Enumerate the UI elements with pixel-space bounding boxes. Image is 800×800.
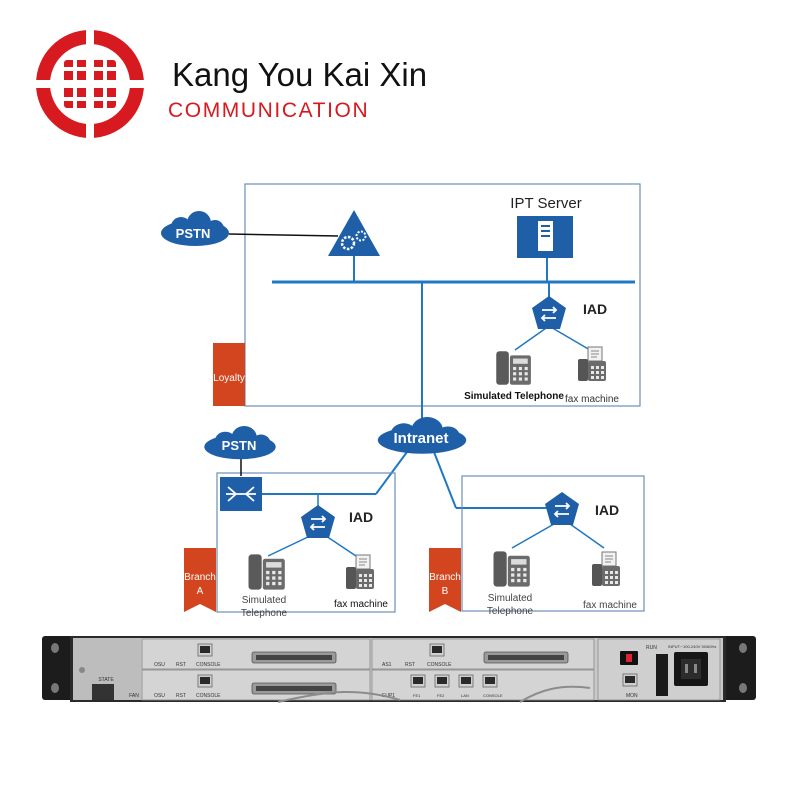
branch-b-fax-label: fax machine [583,600,637,611]
brand-subtitle: COMMUNICATION [168,99,370,122]
branch-a-box [216,472,396,613]
branch-a-fax-label: fax machine [334,599,388,610]
card-1-label-osu: OSU [154,662,165,668]
card-1-label-console: CONSOLE [196,662,221,668]
card-2-label-console: CONSOLE [427,662,452,668]
branch-a-telephone-label-1: Simulated [242,595,286,606]
branch-a-tag-label: Branch [184,572,216,583]
card-2-label-as1: AS1 [382,662,392,668]
card-3-label-rst: RST [176,693,186,699]
branch-b-box [461,475,645,612]
loyalty-tag [213,343,245,406]
brand-name: Kang You Kai Xin [172,56,428,93]
branch-b-tag-letter: B [442,586,449,597]
cable-1 [277,691,401,703]
card-4-label-lan: LAN [461,693,469,698]
branch-b-telephone-icon [493,551,530,587]
run-label: RUN [646,645,657,651]
mon-label: MON [626,693,638,699]
state-label: STATE [98,677,114,683]
branch-a-fax-link [325,535,357,557]
branch-a-telephone-icon [248,554,285,590]
hq-iad-phone-link [514,325,550,351]
branch-b-tag-label: Branch [429,572,461,583]
branch-b-fax-icon [591,551,621,587]
card-4-label-fe2: FE2 [437,693,445,698]
branch-b-fax-link [569,523,605,549]
branch-a-pstn-label: PSTN [222,438,257,453]
ipt-server-label: IPT Server [510,195,581,212]
card-2-label-rst: RST [405,662,415,668]
card-1-console-port[interactable] [197,643,213,657]
card-3-connector-pins [256,686,332,691]
power-input-label: INPUT:~100-240V 50/60Hz [668,644,716,649]
branch-b-phone-link [511,523,555,549]
intranet-branch-b-line [433,451,457,509]
hq-iad-fax-link [548,325,591,351]
branch-b-iad-icon [544,491,580,526]
card-4-port-1[interactable] [410,674,426,688]
branch-a-iad-icon [300,504,336,539]
brand-logo-icon [36,30,144,138]
branch-b-telephone-label-2: Telephone [487,606,534,617]
card-3-console-port[interactable] [197,674,213,688]
card-4-port-4[interactable] [482,674,498,688]
card-2-connector-pins [488,655,564,660]
power-latch[interactable] [656,654,668,696]
branch-a-phone-link [267,535,311,557]
branch-a-telephone-label-2: Telephone [241,608,288,619]
fan-label: FAN [129,693,139,699]
intranet-label: Intranet [393,430,448,447]
card-1-label-rst: RST [176,662,186,668]
card-4-port-2[interactable] [434,674,450,688]
card-2-console-port[interactable] [429,643,445,657]
card-4-port-3[interactable] [458,674,474,688]
hq-iad-icon [531,295,567,330]
headquarters-box [244,183,641,407]
cable-2 [519,685,591,703]
branch-a-iad-label: IAD [349,509,373,525]
hq-pstn-label: PSTN [176,226,211,241]
server-icon [517,216,573,258]
power-switch-indicator [626,654,632,662]
branch-a-fax-icon [345,554,375,590]
card-3-label-console: CONSOLE [196,693,221,699]
mon-port[interactable] [622,673,638,687]
gear-triangle-icon [328,210,380,256]
branch-b-iad-label: IAD [595,502,619,518]
pstn-gateway-link [228,233,339,237]
hq-fax-icon [577,346,607,382]
loyalty-tag-label: Loyalty [213,373,245,384]
hq-telephone-label: Simulated Telephone [464,391,564,402]
hq-iad-label: IAD [583,301,607,317]
hq-fax-label: fax machine [565,394,619,405]
branch-b-telephone-label-1: Simulated [488,593,532,604]
branch-a-tag-letter: A [197,586,204,597]
card-4-label-console: CONSOLE [483,693,503,698]
card-4-label-fe1: FE1 [413,693,421,698]
branch-b-tag [429,548,461,612]
card-3-label-osu: OSU [154,693,165,699]
branch-a-tag [184,548,216,612]
branch-a-switch-icon [220,477,262,511]
hq-telephone-icon [496,351,531,385]
card-1-connector-pins [256,655,332,660]
